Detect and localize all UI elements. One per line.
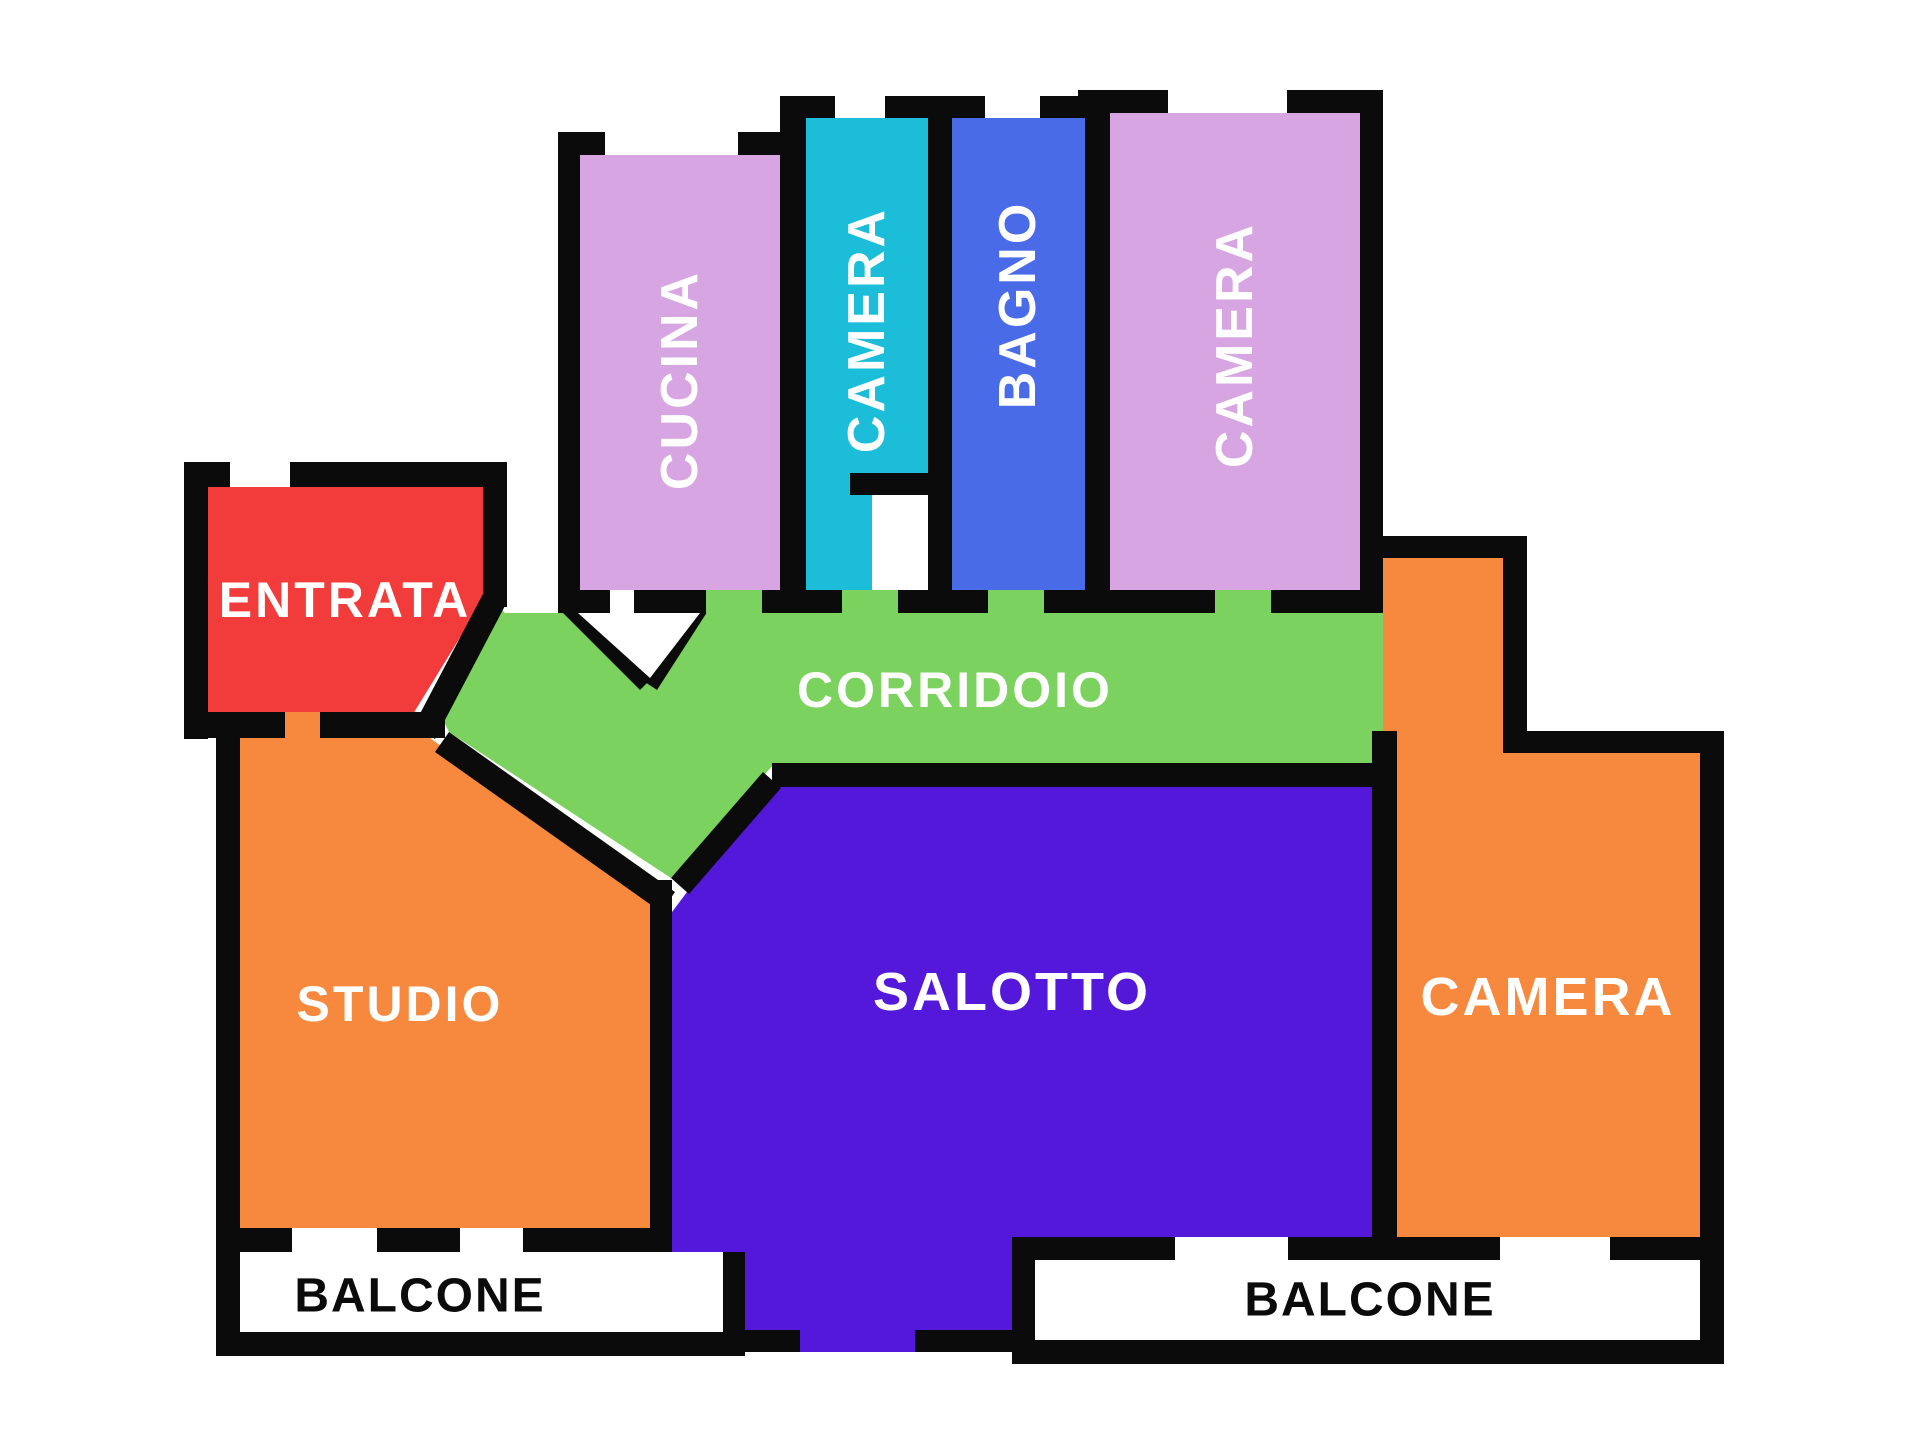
label-corridoio: CORRIDOIO <box>797 662 1113 718</box>
wall-camera-east-top <box>1383 536 1527 558</box>
door-salotto-balcone <box>1175 1237 1288 1260</box>
wall-diagonal-entrata <box>413 592 506 739</box>
wall-salotto-tab-left <box>745 1330 800 1352</box>
door-cucina <box>706 590 762 613</box>
room-camera-right-top <box>1110 113 1360 590</box>
room-camera-east <box>1383 558 1700 1237</box>
wall-diagonal-salotto <box>671 772 781 894</box>
wall-cucina-camera <box>780 96 806 613</box>
window-camera-right-top <box>1168 90 1287 113</box>
door-bagno <box>988 590 1044 613</box>
label-entrata: ENTRATA <box>219 572 471 628</box>
door-entrata-studio <box>285 712 320 738</box>
room-cucina <box>580 155 780 590</box>
room-bagno <box>952 118 1085 590</box>
wall-salotto-tab-right <box>915 1330 1035 1352</box>
room-corridoio <box>443 608 1385 878</box>
door-camera-top <box>842 590 898 613</box>
door-studio-balcone-1 <box>292 1228 377 1252</box>
wall-camera-bagno <box>928 96 952 613</box>
door-studio-balcone-2 <box>460 1228 523 1252</box>
wall-balcone-left-bottom <box>216 1332 745 1356</box>
wall-corridor-top <box>558 590 1383 613</box>
label-camera-right-top: CAMERA <box>1206 222 1264 468</box>
window-bagno <box>985 96 1040 118</box>
door-camera-balcone <box>1500 1237 1610 1260</box>
label-cucina: CUCINA <box>651 270 709 490</box>
label-camera-top: CAMERA <box>838 207 896 453</box>
wall-balcone-right-bottom <box>1012 1340 1724 1364</box>
wall-openings-colored <box>285 590 1271 738</box>
label-salotto: SALOTTO <box>873 962 1151 1022</box>
wall-camera-east-neck <box>1503 536 1527 753</box>
room-salotto <box>672 787 1372 1352</box>
wall-bagno-camera-right <box>1085 90 1110 613</box>
window-camera-top <box>835 96 885 118</box>
door-cucina-notch <box>610 590 634 613</box>
wall-openings-white <box>230 90 1610 1260</box>
room-studio <box>240 738 658 1228</box>
wall-studio-bottom <box>216 1228 672 1252</box>
wall-camera-step <box>850 473 928 495</box>
label-balcone-left: BALCONE <box>294 1270 545 1323</box>
wall-cucina-left <box>558 132 580 613</box>
wall-entrata-left <box>184 462 208 739</box>
wall-studio-left <box>216 738 240 1356</box>
wall-salotto-east <box>1372 731 1397 1260</box>
wall-camera-right-east <box>1360 90 1383 613</box>
label-bagno: BAGNO <box>989 201 1047 410</box>
wall-balcone-left-right <box>723 1252 745 1356</box>
room-fills <box>208 113 1700 1352</box>
door-camera-right-top <box>1215 590 1271 613</box>
door-swing-wedge <box>578 613 700 678</box>
room-labels: CUCINA CAMERA BAGNO CAMERA ENTRATA CORRI… <box>219 201 1676 1327</box>
label-balcone-right: BALCONE <box>1244 1274 1495 1327</box>
label-studio: STUDIO <box>297 976 504 1032</box>
wall-camera-east-step <box>1503 731 1724 753</box>
wall-camera-east-right <box>1700 731 1724 1364</box>
window-cucina <box>605 132 738 155</box>
wall-diagonal-studio <box>435 732 675 912</box>
room-entrata <box>208 487 483 714</box>
label-camera-east: CAMERA <box>1421 967 1676 1027</box>
wall-balcone-right-left <box>1012 1237 1035 1364</box>
wall-entrata-right <box>483 462 507 607</box>
wall-studio-salotto <box>650 880 672 1252</box>
door-entrata-main <box>230 462 290 487</box>
wall-corridor-bottom <box>772 763 1385 787</box>
niche-camera-top <box>872 495 928 590</box>
wall-south-rooms-bottom <box>1035 1237 1724 1260</box>
